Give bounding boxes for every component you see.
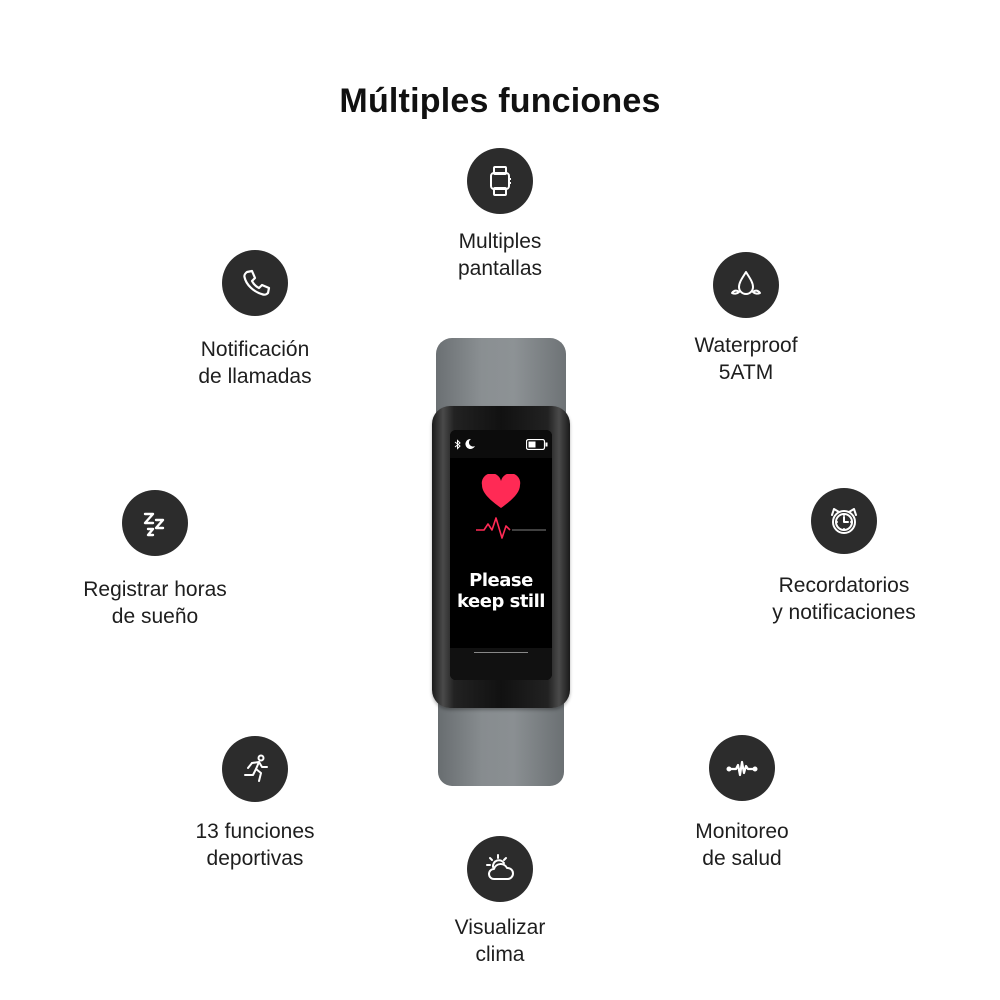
feature-health-monitoring: Monitoreo de salud [622, 735, 862, 872]
battery-icon [526, 438, 548, 450]
screen-bottom-line [474, 652, 528, 653]
feature-label: Waterproof 5ATM [694, 334, 798, 384]
feature-label: Registrar horas de sueño [83, 578, 227, 628]
feature-call-notifications: Notificación de llamadas [135, 250, 375, 390]
screen-bottom-bar [450, 648, 552, 680]
running-icon [222, 736, 288, 802]
band-case: Please keep still [432, 406, 570, 708]
feature-label: Notificación de llamadas [198, 338, 312, 388]
heartbeat-pulse-icon [709, 735, 775, 801]
feature-multiple-screens: Multiples pantallas [380, 148, 620, 282]
feature-sleep-tracking: Registrar horas de sueño [35, 490, 275, 630]
bluetooth-icon [454, 438, 461, 450]
feature-label: 13 funciones deportivas [195, 820, 315, 870]
feature-reminders: Recordatorios y notificaciones [724, 488, 964, 626]
page-title: Múltiples funciones [339, 82, 661, 120]
phone-icon [222, 250, 288, 316]
alarm-clock-icon [811, 488, 877, 554]
feature-label: Visualizar clima [454, 916, 546, 966]
status-bar [450, 430, 552, 458]
sleep-zzz-icon [122, 490, 188, 556]
water-drop-icon [713, 252, 779, 318]
ecg-line-icon [476, 517, 546, 539]
watch-icon [467, 148, 533, 214]
weather-sun-cloud-icon [467, 836, 533, 902]
heart-icon [481, 474, 521, 508]
feature-label: Recordatorios y notificaciones [772, 574, 916, 624]
feature-label: Multiples pantallas [457, 230, 543, 280]
feature-waterproof: Waterproof 5ATM [626, 252, 866, 386]
feature-label: Monitoreo de salud [695, 820, 789, 870]
band-screen: Please keep still [450, 430, 552, 680]
strap-bottom [438, 698, 564, 786]
fitness-band-device: Please keep still [432, 338, 570, 786]
screen-message: Please keep still [457, 570, 545, 612]
moon-icon [465, 438, 475, 449]
feature-sports-modes: 13 funciones deportivas [135, 736, 375, 872]
feature-weather: Visualizar clima [380, 836, 620, 968]
